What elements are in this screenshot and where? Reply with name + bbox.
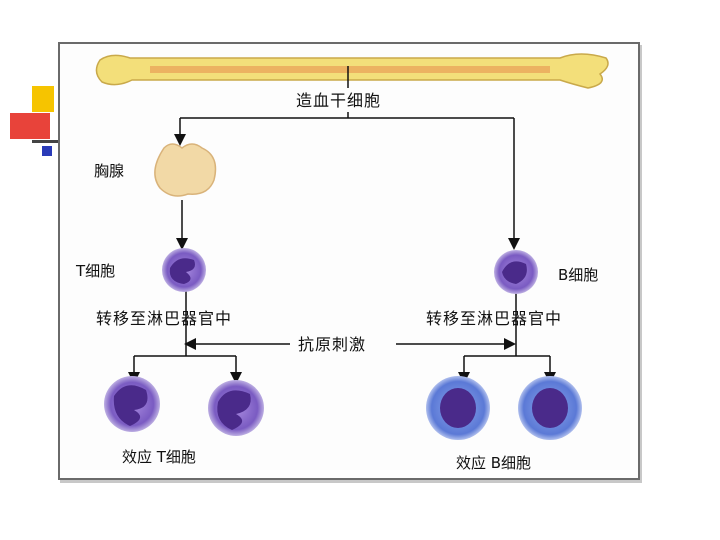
b-cell-label: B细胞 (558, 266, 598, 284)
slide-deco-yellow (32, 86, 54, 112)
slide-deco-blue (42, 146, 52, 156)
t-cell-image (162, 248, 206, 292)
effector-t-label: 效应 T细胞 (122, 448, 196, 466)
effector-t-cell-1 (104, 376, 160, 432)
b-cell-image (494, 250, 538, 294)
antigen-label: 抗原刺激 (298, 335, 366, 354)
t-migrate-label: 转移至淋巴器官中 (96, 309, 232, 328)
stem-cell-label: 造血干细胞 (296, 91, 381, 110)
b-migrate-label: 转移至淋巴器官中 (426, 309, 562, 328)
slide-deco-line (32, 140, 58, 143)
lymphocyte-differentiation-figure: 造血干细胞 胸腺 T细胞 B细胞 转移至淋巴器官中 转移至淋巴器官中 抗原刺激 … (58, 42, 640, 480)
thymus-image (155, 144, 216, 196)
effector-b-label: 效应 B细胞 (456, 454, 531, 472)
slide-deco-red (10, 113, 50, 139)
connector-lines (134, 66, 550, 378)
effector-t-cell-2 (208, 380, 264, 436)
bone-image (96, 54, 608, 88)
t-cell-label: T细胞 (75, 262, 115, 280)
effector-b-cell-2 (518, 376, 582, 440)
effector-b-cell-1 (426, 376, 490, 440)
diagram-svg: 造血干细胞 胸腺 T细胞 B细胞 转移至淋巴器官中 转移至淋巴器官中 抗原刺激 … (60, 44, 638, 478)
thymus-label: 胸腺 (94, 162, 124, 180)
